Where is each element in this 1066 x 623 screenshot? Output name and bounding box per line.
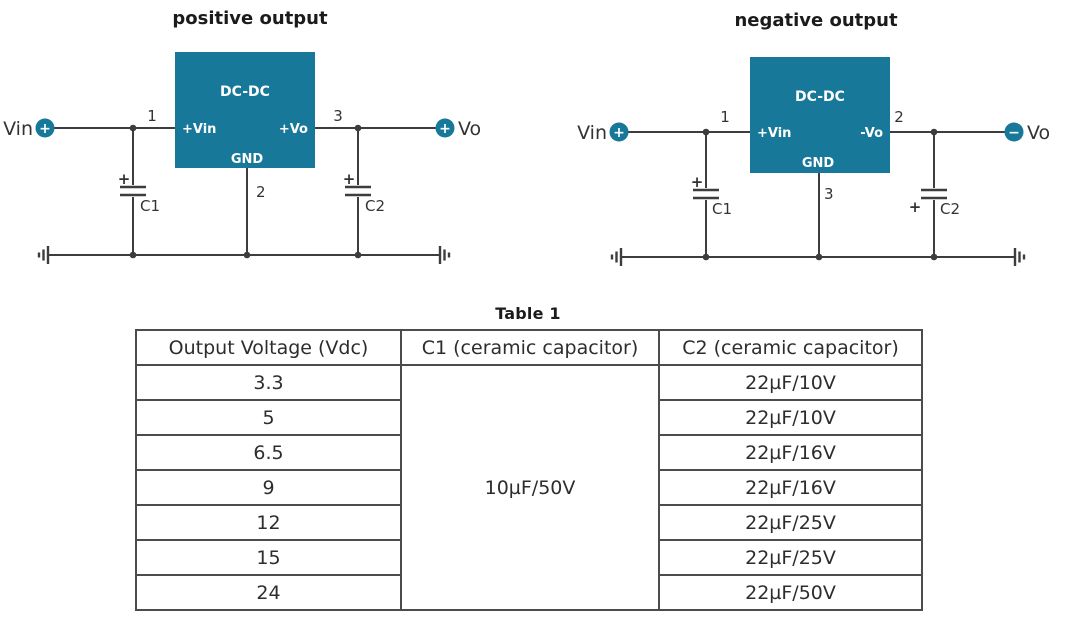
junction-dot <box>815 253 823 261</box>
vin-label: Vin <box>577 122 607 144</box>
junction-dot <box>702 253 710 261</box>
capacitor-c2-icon <box>921 188 947 200</box>
pin-number-3: 3 <box>333 107 343 125</box>
ground-icon-left <box>37 246 50 264</box>
voltage-cell: 3.3 <box>135 364 402 401</box>
dcdc-block-label: DC-DC <box>220 84 270 100</box>
junction-dot <box>930 253 938 261</box>
vin-polarity-sign: + <box>613 125 625 141</box>
junction-dot <box>354 124 362 132</box>
ground-icon-right <box>438 246 451 264</box>
vin-label: Vin <box>3 118 33 140</box>
negative-circuit-diagram: negative output <box>577 10 1050 266</box>
block-pin-vin-label: +Vin <box>757 126 791 141</box>
table-header-row: Output Voltage (Vdc) C1 (ceramic capacit… <box>135 329 923 366</box>
pin-number-1: 1 <box>720 108 730 126</box>
c2-cell: 22µF/25V <box>658 504 923 541</box>
junction-dot <box>702 128 710 136</box>
pin-number-1: 1 <box>147 107 157 125</box>
capacitor-table-section: Table 1 Output Voltage (Vdc) C1 (ceramic… <box>135 304 923 611</box>
block-pin-vo-label: -Vo <box>860 126 883 141</box>
block-pin-gnd-label: GND <box>231 152 264 167</box>
block-pin-vo-label: +Vo <box>279 122 308 137</box>
positive-circuit-title: positive output <box>172 8 328 29</box>
table-title: Table 1 <box>495 304 561 323</box>
vin-polarity-sign: + <box>39 121 51 137</box>
capacitor-c2-icon <box>345 185 371 197</box>
positive-circuit-diagram: positive output <box>3 8 481 264</box>
capacitor-c1-icon <box>693 188 719 200</box>
c2-cell: 22µF/10V <box>658 364 923 401</box>
c1-label: C1 <box>140 197 160 215</box>
dcdc-converter-block <box>175 52 315 168</box>
vo-label: Vo <box>458 118 481 140</box>
capacitor-c1-icon <box>120 185 146 197</box>
c2-cell: 22µF/25V <box>658 539 923 576</box>
pin-number-2: 2 <box>894 108 904 126</box>
pin-number-2: 2 <box>256 183 266 201</box>
c2-label: C2 <box>940 200 960 218</box>
voltage-cell: 24 <box>135 574 402 611</box>
dcdc-converter-block <box>750 57 890 173</box>
c2-cell: 22µF/50V <box>658 574 923 611</box>
negative-circuit-title: negative output <box>734 10 898 31</box>
voltage-cell: 15 <box>135 539 402 576</box>
c1-label: C1 <box>712 200 732 218</box>
junction-dot <box>930 128 938 136</box>
c2-polarity-sign: + <box>909 198 922 216</box>
table-row: 5 22µF/10V <box>135 399 923 436</box>
voltage-cell: 12 <box>135 504 402 541</box>
table-row: 6.5 22µF/16V <box>135 434 923 471</box>
c1-polarity-sign: + <box>691 173 704 191</box>
block-pin-vin-label: +Vin <box>182 122 216 137</box>
vo-polarity-icon <box>435 118 455 138</box>
table-row: 3.3 10µF/50V 22µF/10V <box>135 364 923 611</box>
vo-label: Vo <box>1027 122 1050 144</box>
table-row: 24 22µF/50V <box>135 574 923 611</box>
voltage-cell: 6.5 <box>135 434 402 471</box>
c2-cell: 22µF/16V <box>658 434 923 471</box>
dcdc-block-label: DC-DC <box>795 89 845 105</box>
header-c1: C1 (ceramic capacitor) <box>400 329 660 366</box>
vin-polarity-icon <box>609 122 629 142</box>
capacitor-selection-table: Output Voltage (Vdc) C1 (ceramic capacit… <box>135 329 923 611</box>
junction-dot <box>243 251 251 259</box>
table-row: 9 22µF/16V <box>135 469 923 506</box>
junction-dot <box>354 251 362 259</box>
vo-polarity-sign: + <box>439 121 451 137</box>
table-row: 12 22µF/25V <box>135 504 923 541</box>
block-pin-gnd-label: GND <box>802 156 835 171</box>
c1-polarity-sign: + <box>118 170 131 188</box>
c2-cell: 22µF/16V <box>658 469 923 506</box>
header-c2: C2 (ceramic capacitor) <box>658 329 923 366</box>
ground-icon-left <box>610 248 623 266</box>
junction-dot <box>129 251 137 259</box>
vo-polarity-sign: − <box>1008 125 1020 141</box>
header-output-voltage: Output Voltage (Vdc) <box>135 329 402 366</box>
c2-label: C2 <box>365 197 385 215</box>
junction-dot <box>129 124 137 132</box>
table-row: 15 22µF/25V <box>135 539 923 576</box>
ground-icon-right <box>1013 248 1026 266</box>
voltage-cell: 5 <box>135 399 402 436</box>
pin-number-3: 3 <box>824 185 834 203</box>
c1-merged-cell: 10µF/50V <box>400 364 660 611</box>
voltage-cell: 9 <box>135 469 402 506</box>
c2-polarity-sign: + <box>343 170 356 188</box>
vo-polarity-icon <box>1004 122 1024 142</box>
vin-polarity-icon <box>35 118 55 138</box>
c2-cell: 22µF/10V <box>658 399 923 436</box>
